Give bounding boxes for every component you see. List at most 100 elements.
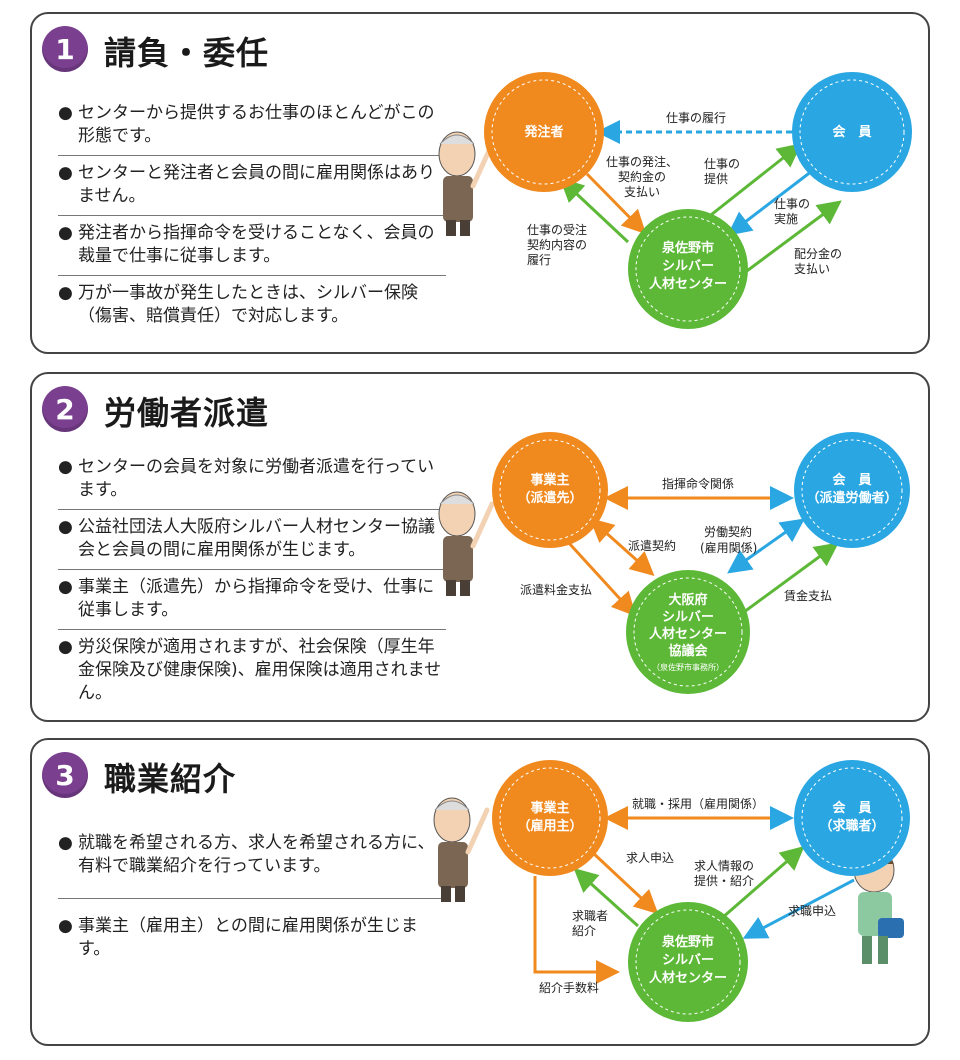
bullet-dot-icon: ●: [58, 517, 73, 537]
bullet-dot-icon: ●: [58, 283, 73, 303]
node-osaka-council: 大阪府 シルバー 人材センター 協議会 （泉佐野市事務所）: [626, 570, 750, 694]
bullet-item: ●万が一事故が発生したときは、シルバー保険（傷害、賠償責任）で対応します。: [58, 283, 418, 326]
svg-text:シルバー: シルバー: [662, 953, 714, 968]
svg-text:（派遣先）: （派遣先）: [517, 490, 582, 506]
bullet-list: ●センターから提供するお仕事のほとんどがこの形態です。 ●センターと発注者と会員…: [58, 96, 446, 335]
node-employer-dispatch: 事業主 （派遣先）: [492, 432, 608, 548]
label-left-in: 支払い: [624, 185, 660, 199]
elderly-man-icon: [438, 131, 495, 236]
bullet-item: ●センターの会員を対象に労働者派遣を行っています。: [58, 450, 446, 510]
label-fee: 紹介手数料: [539, 980, 599, 995]
label-left-out: 求職者: [572, 909, 608, 923]
bullet-dot-icon: ●: [58, 833, 73, 853]
label-left-out: 派遣料金支払: [520, 582, 592, 597]
svg-text:シルバー: シルバー: [662, 259, 714, 274]
bullet-dot-icon: ●: [58, 223, 73, 243]
svg-text:（派遣労働者）: （派遣労働者）: [806, 490, 897, 506]
label-right-in: 求人情報の: [694, 859, 754, 873]
bullet-item: ●労災保険が適用されますが、社会保険（厚生年金保険及び健康保険)、雇用保険は適用…: [58, 637, 442, 703]
svg-text:会 員: 会 員: [832, 800, 871, 816]
relationship-diagram: 発注者 会 員 泉佐野市 シルバー 人材センター 仕事の履行 仕事の発注、 契約…: [438, 72, 912, 329]
label-right-out: 賃金支払: [784, 588, 832, 603]
bullet-dot-icon: ●: [58, 457, 73, 477]
svg-text:事業主: 事業主: [530, 800, 569, 816]
section-number-badge: 1: [42, 26, 88, 72]
bullet-item: ●事業主（雇用主）との間に雇用関係が生じます。: [58, 916, 418, 959]
bullet-item: ●発注者から指揮命令を受けることなく、会員の裁量で仕事に従事します。: [58, 216, 446, 276]
node-member: 会 員: [792, 72, 912, 192]
arrow-dispatch-contract: [589, 518, 655, 576]
bullet-item: ●事業主（派遣先）から指揮命令を受け、仕事に従事します。: [58, 570, 446, 630]
label-right-out: 求職申込: [788, 904, 836, 918]
node-orderer: 発注者: [484, 72, 604, 192]
svg-text:泉佐野市: 泉佐野市: [662, 934, 714, 950]
bullet-dot-icon: ●: [58, 577, 73, 597]
svg-text:（求職者）: （求職者）: [819, 818, 884, 834]
arrow-contract-execution: [559, 177, 630, 244]
label-right-in: 提供: [704, 171, 728, 186]
bullet-item: ●センターから提供するお仕事のほとんどがこの形態です。: [58, 96, 446, 156]
bullet-dot-icon: ●: [58, 103, 73, 123]
node-employer: 事業主 （雇用主）: [492, 760, 608, 876]
label-top: 仕事の履行: [666, 111, 726, 125]
arrow-referral-fee: [533, 876, 620, 984]
node-member-seeker: 会 員 （求職者）: [794, 760, 910, 876]
arrow-job-seeking-application: [742, 878, 855, 939]
node-center: 泉佐野市 シルバー 人材センター: [628, 209, 748, 329]
section-number-badge: 2: [42, 386, 88, 432]
label-right-out: 配分金の: [794, 246, 842, 261]
label-right-in: (雇用関係): [700, 540, 757, 555]
svg-text:協議会: 協議会: [668, 643, 708, 659]
arrow-work-implementation: [727, 169, 813, 236]
section-title: 請負・委任: [104, 34, 270, 72]
arrow-job-application: [590, 850, 659, 915]
label-top: 指揮命令関係: [662, 476, 734, 491]
label-right-out: 支払い: [794, 262, 830, 276]
node-member-worker: 会 員 （派遣労働者）: [794, 432, 910, 548]
section-title: 職業紹介: [104, 760, 237, 798]
label-right-in: 労働契約: [704, 524, 752, 539]
arrow-job-info: [721, 846, 805, 920]
label-left-in: 求人申込: [626, 851, 674, 865]
svg-text:人材センター: 人材センター: [649, 970, 727, 986]
svg-text:人材センター: 人材センター: [649, 276, 727, 292]
svg-text:会 員: 会 員: [832, 124, 871, 140]
label-left-out: 履行: [527, 253, 551, 267]
bullet-list: ●センターの会員を対象に労働者派遣を行っています。 ●公益社団法人大阪府シルバー…: [58, 450, 446, 712]
svg-text:会 員: 会 員: [832, 472, 871, 488]
svg-text:（泉佐野市事務所）: （泉佐野市事務所）: [652, 662, 724, 672]
relationship-diagram: 事業主 （派遣先） 会 員 （派遣労働者） 大阪府 シルバー 人材センター 協議…: [438, 432, 910, 694]
section-3-panel: 3 職業紹介 ●就職を希望される方、求人を希望される方に、有料で職業紹介を行って…: [30, 738, 930, 1046]
arrow-job-offer: [701, 143, 802, 224]
arrow-wage-payment: [743, 542, 839, 614]
label-right-in: 仕事の: [704, 157, 740, 171]
bullet-dot-icon: ●: [58, 637, 73, 657]
elderly-man-icon: [438, 491, 495, 596]
section-2-panel: 2 労働者派遣 ●センターの会員を対象に労働者派遣を行っています。 ●公益社団法…: [30, 372, 930, 722]
section-1-panel: 1 請負・委任 ●センターから提供するお仕事のほとんどがこの形態です。 ●センタ…: [30, 12, 930, 354]
bullet-list: ●就職を希望される方、求人を希望される方に、有料で職業紹介を行っています。 ●事…: [58, 826, 446, 968]
label-right-mid: 仕事の: [774, 197, 810, 211]
bullet-dot-icon: ●: [58, 163, 73, 183]
label-left-in: 契約金の: [618, 169, 666, 184]
bullet-item: ●公益社団法人大阪府シルバー人材センター協議会と会員の間に雇用関係が生じます。: [58, 510, 446, 570]
svg-text:シルバー: シルバー: [662, 610, 714, 625]
bullet-item: ●就職を希望される方、求人を希望される方に、有料で職業紹介を行っています。: [58, 826, 446, 899]
svg-text:人材センター: 人材センター: [649, 626, 727, 642]
label-left-in: 派遣契約: [628, 538, 676, 553]
bullet-item: ●センターと発注者と会員の間に雇用関係はありません。: [58, 156, 446, 216]
label-right-mid: 実施: [774, 211, 798, 226]
label-top: 就職・採用（雇用関係）: [632, 796, 764, 811]
label-left-in: 仕事の発注、: [606, 154, 678, 169]
relationship-diagram: 事業主 （雇用主） 会 員 （求職者） 泉佐野市 シルバー 人材センター 就職・…: [433, 760, 910, 1022]
arrow-order: [585, 172, 647, 235]
arrow-distribution: [731, 200, 842, 284]
arrow-dispatch-fee: [566, 540, 637, 617]
label-right-in: 提供・紹介: [694, 873, 754, 888]
arrow-job-seeker-referral: [573, 867, 640, 928]
svg-text:（雇用主）: （雇用主）: [517, 818, 582, 834]
arrow-labor-contract: [727, 518, 805, 574]
label-left-out: 仕事の受注: [527, 222, 587, 237]
label-left-out: 契約内容の: [527, 237, 587, 252]
svg-text:泉佐野市: 泉佐野市: [662, 240, 714, 256]
